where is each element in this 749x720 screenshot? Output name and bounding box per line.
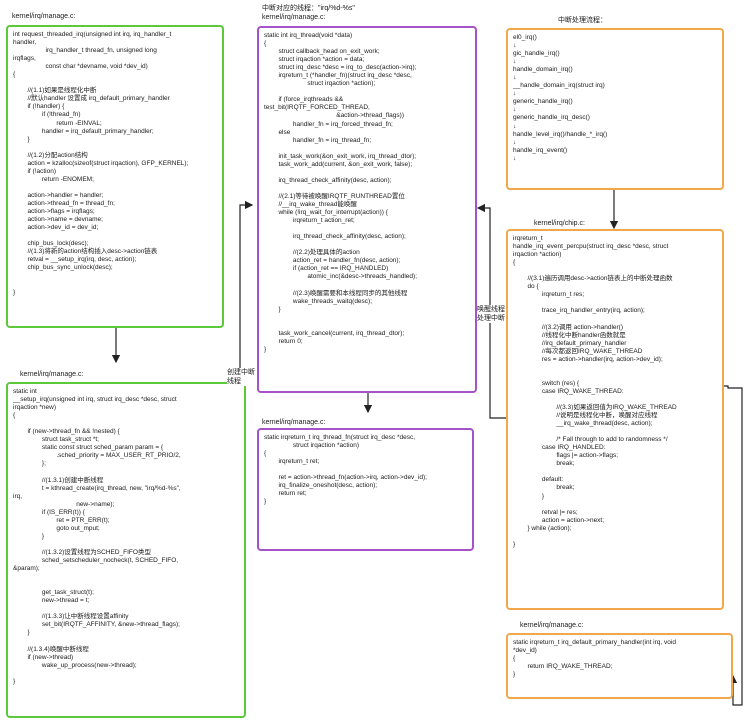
interrupt-flow-box: el0_irq() ↓ gic_handle_irq() ↓ handle_do…	[506, 28, 724, 190]
label-default-handler-file: kernel/irq/manage.c:	[520, 622, 584, 629]
edge-label-wake-thread: 唤醒线程 处理中断	[477, 305, 505, 323]
label-setup-irq-file: kernel/irq/manage.c:	[20, 371, 84, 378]
edge-label-create-thread: 创建中断 线程	[227, 368, 255, 386]
label-irq-thread-file: 中断对应的线程："irq/%d-%s" kernel/irq/manage.c:	[262, 5, 355, 21]
setup-irq-box: static int __setup_irq(unsigned int irq,…	[6, 382, 246, 718]
arrow-handler-call	[717, 385, 743, 706]
irq-thread-box: static int irq_thread(void *data) { stru…	[257, 26, 477, 393]
handle-irq-event-percpu-box: irqreturn_t handle_irq_event_percpu(stru…	[506, 229, 724, 610]
label-chip-file: kernel/irq/chip.c:	[534, 220, 585, 227]
label-interrupt-flow: 中断处理流程：	[558, 17, 607, 24]
irq-thread-fn-box: static irqreturn_t irq_thread_fn(struct …	[257, 428, 474, 551]
request-threaded-irq-box: int request_threaded_irq(unsigned int ir…	[6, 25, 224, 328]
label-request-threaded-irq-file: kernel/irq/manage.c:	[12, 13, 76, 20]
default-primary-handler-box: static irqreturn_t irq_default_primary_h…	[506, 633, 733, 699]
label-irq-thread-fn-file: kernel/irq/manage.c:	[262, 419, 326, 426]
